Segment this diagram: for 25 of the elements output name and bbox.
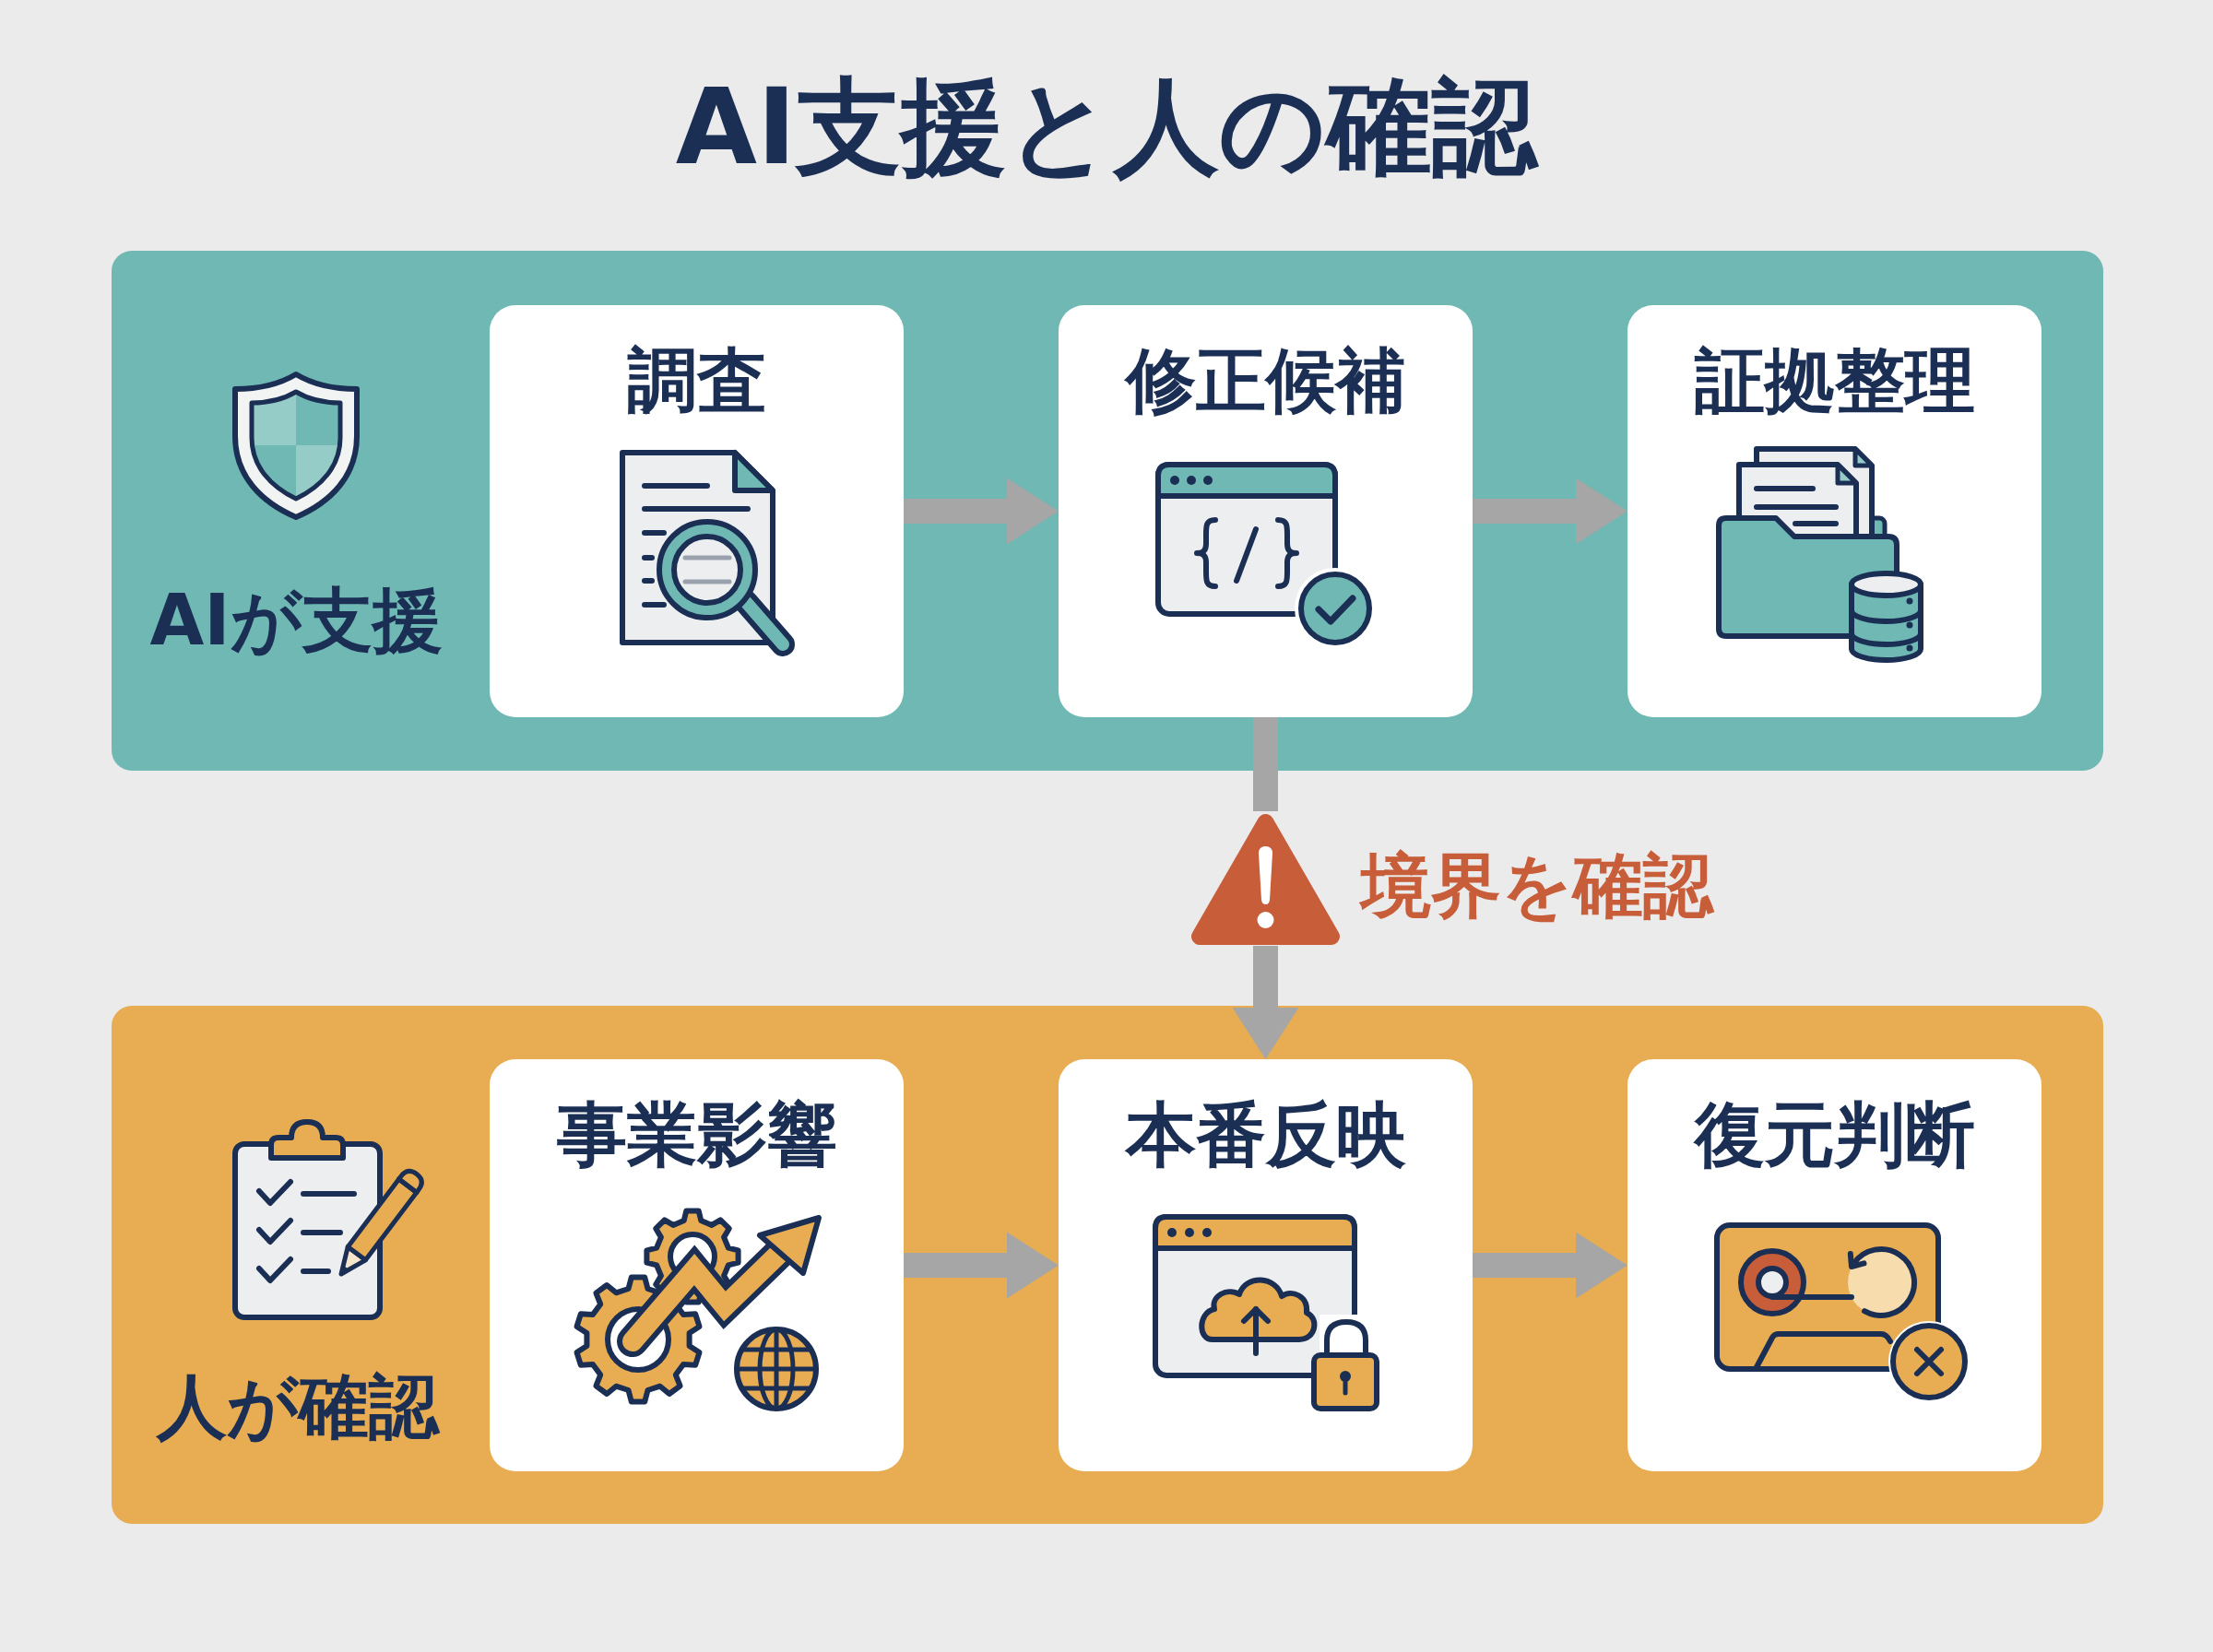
arrow [904, 478, 1059, 545]
group-label: 人が確認 [157, 1366, 439, 1447]
arrow [1473, 1232, 1627, 1299]
warning-icon [1190, 811, 1341, 946]
group-panel [112, 1006, 2103, 1524]
arrow [904, 1232, 1059, 1299]
step-title: 調査 [626, 340, 767, 421]
arrow [1232, 946, 1299, 1059]
arrow [1473, 478, 1627, 545]
step-card [1627, 1059, 2041, 1471]
group-panel [112, 251, 2103, 771]
step-title: 事業影響 [556, 1094, 837, 1175]
connector-line [1253, 717, 1278, 811]
step-card [490, 1059, 904, 1471]
step-title: 証拠整理 [1694, 340, 1975, 421]
step-card [1627, 305, 2041, 717]
warning-label: 境界を確認 [1361, 845, 1713, 926]
group-label: AIが支援 [149, 580, 443, 661]
step-card [490, 305, 904, 717]
step-card [1059, 1059, 1473, 1471]
step-title: 復元判断 [1694, 1094, 1975, 1175]
step-title: 修正候補 [1125, 340, 1406, 421]
step-title: 本番反映 [1125, 1094, 1406, 1175]
step-card [1059, 305, 1473, 717]
title: AI支援と人の確認 [675, 66, 1538, 188]
